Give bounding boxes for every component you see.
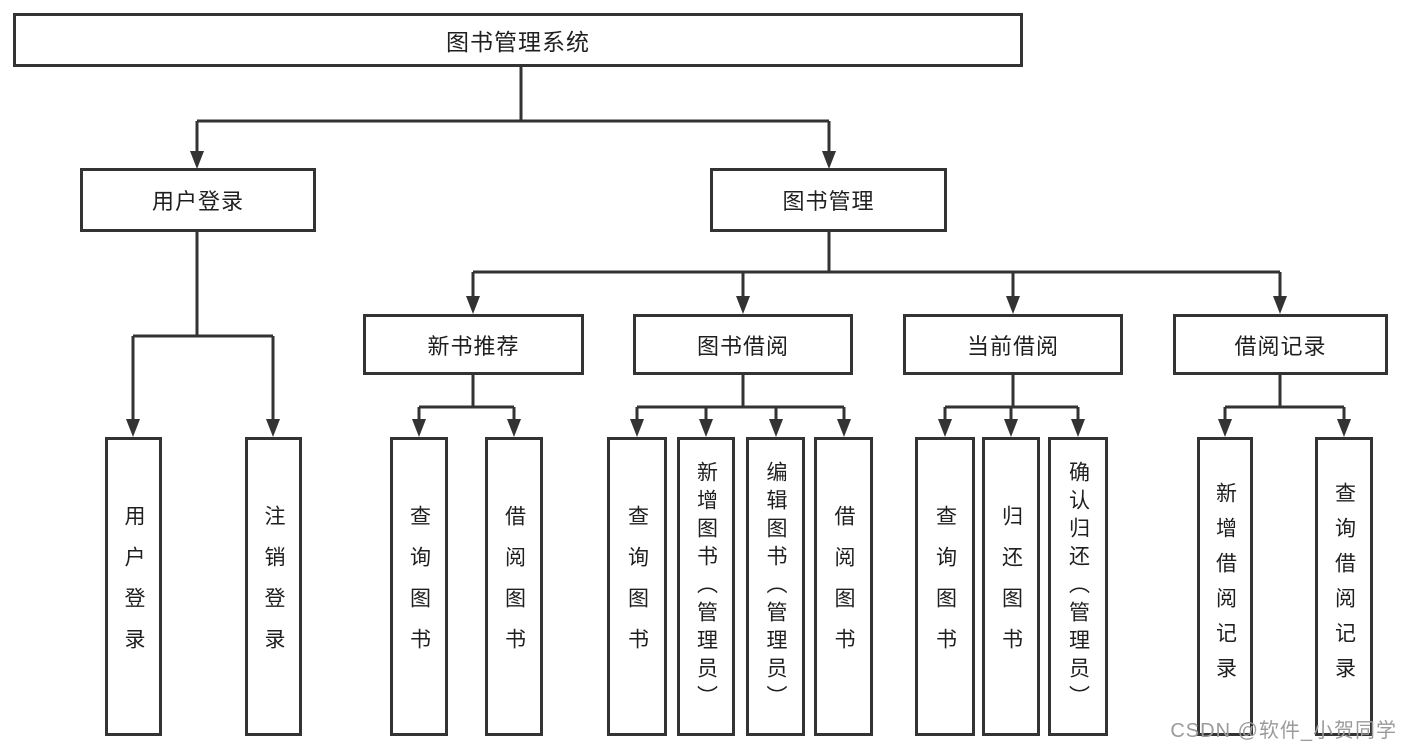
leaf-current-return-book-label: 归还图书 <box>999 504 1023 669</box>
leaf-current-confirm-return-label: 确认归还（管理员） <box>1066 460 1090 713</box>
leaf-record-query: 查询借阅记录 <box>1315 437 1373 736</box>
node-borrow-record: 借阅记录 <box>1173 314 1388 375</box>
leaf-rec-borrow-book-label: 借阅图书 <box>502 504 526 669</box>
leaf-borrow-add-book: 新增图书（管理员） <box>677 437 735 736</box>
node-borrow-record-label: 借阅记录 <box>1234 333 1327 359</box>
leaf-user-login: 用户登录 <box>105 437 162 736</box>
node-current-borrow: 当前借阅 <box>903 314 1123 375</box>
node-book-manage: 图书管理 <box>710 168 947 232</box>
leaf-logout: 注销登录 <box>245 437 302 736</box>
leaf-record-query-label: 查询借阅记录 <box>1332 481 1356 692</box>
leaf-user-login-label: 用户登录 <box>122 504 145 669</box>
leaf-borrow-edit-book: 编辑图书（管理员） <box>746 437 805 736</box>
leaf-rec-borrow-book: 借阅图书 <box>485 437 543 736</box>
node-user-login: 用户登录 <box>80 168 316 232</box>
leaf-borrow-query-book-label: 查询图书 <box>625 504 649 669</box>
node-root-label: 图书管理系统 <box>446 29 590 55</box>
node-book-borrow-label: 图书借阅 <box>696 333 789 359</box>
node-book-manage-label: 图书管理 <box>782 189 875 214</box>
node-root: 图书管理系统 <box>13 13 1023 67</box>
csdn-watermark: CSDN @软件_小贺同学 <box>1170 720 1397 742</box>
leaf-current-return-book: 归还图书 <box>982 437 1040 736</box>
leaf-rec-query-book-label: 查询图书 <box>407 504 431 669</box>
leaf-record-add-label: 新增借阅记录 <box>1213 481 1237 692</box>
leaf-current-query-book: 查询图书 <box>915 437 975 736</box>
leaf-rec-query-book: 查询图书 <box>390 437 448 736</box>
leaf-current-query-book-label: 查询图书 <box>933 504 957 669</box>
node-current-borrow-label: 当前借阅 <box>966 333 1059 359</box>
node-new-book-rec-label: 新书推荐 <box>427 333 520 359</box>
arrowheads <box>126 151 1351 437</box>
leaf-record-add: 新增借阅记录 <box>1197 437 1253 736</box>
node-new-book-rec: 新书推荐 <box>363 314 584 375</box>
leaf-borrow-query-book: 查询图书 <box>607 437 667 736</box>
node-book-borrow: 图书借阅 <box>633 314 853 375</box>
node-user-login-label: 用户登录 <box>151 189 244 214</box>
leaf-current-confirm-return: 确认归还（管理员） <box>1048 437 1108 736</box>
leaf-borrow-borrow-book-label: 借阅图书 <box>832 504 855 669</box>
leaf-borrow-add-book-label: 新增图书（管理员） <box>694 460 718 713</box>
leaf-borrow-edit-book-label: 编辑图书（管理员） <box>764 460 787 713</box>
leaf-borrow-borrow-book: 借阅图书 <box>814 437 873 736</box>
leaf-logout-label: 注销登录 <box>262 504 285 669</box>
